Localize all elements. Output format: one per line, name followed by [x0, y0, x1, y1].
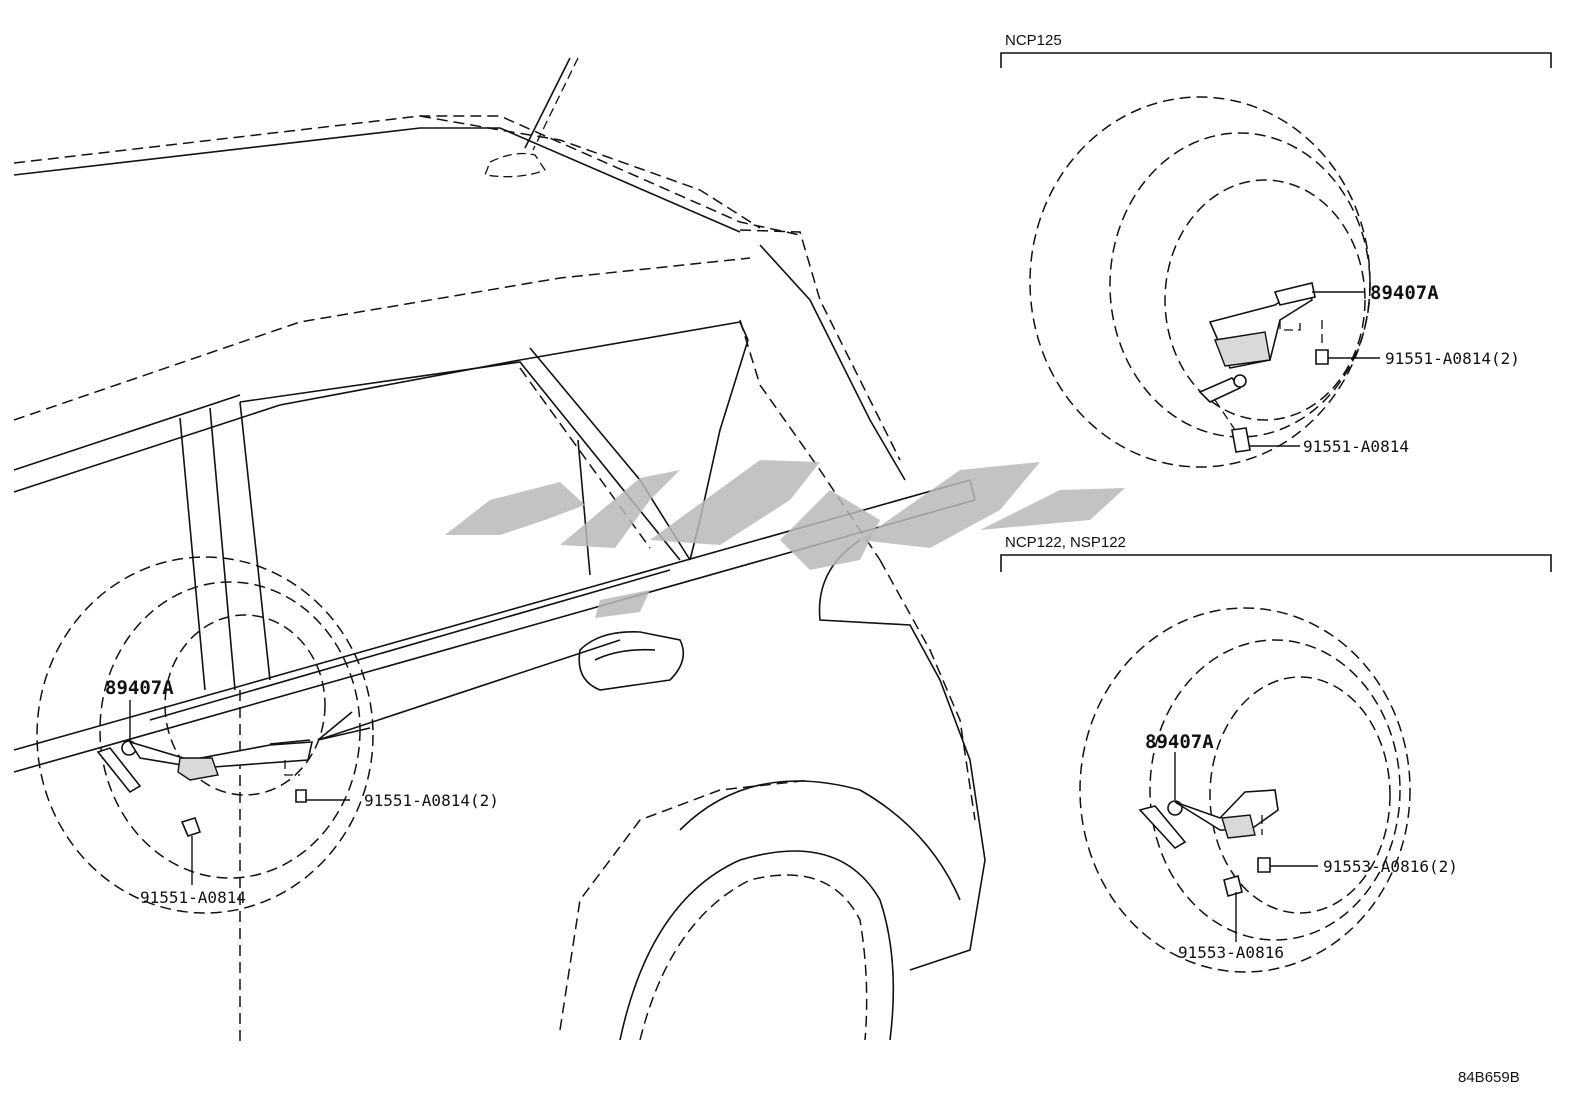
section-bracket-ncp125 [1000, 52, 1552, 68]
section-label-ncp122-nsp122: NCP122, NSP122 [1005, 534, 1126, 551]
label-ncp125-sensor: 89407A [1370, 282, 1439, 304]
label-main-bolt-2: 91551-A0814(2) [364, 791, 499, 810]
spare-tire-main [36, 556, 374, 914]
height-sensor-ncp122 [1138, 752, 1318, 942]
label-main-sensor: 89407A [105, 677, 174, 699]
label-main-bolt: 91551-A0814 [140, 888, 246, 907]
label-ncp125-bolt: 91551-A0814 [1303, 437, 1409, 456]
section-bracket-ncp122 [1000, 554, 1552, 572]
watermark-logo [445, 460, 1125, 618]
figure-code: 84B659B [1458, 1069, 1520, 1086]
label-ncp122-bolt-2: 91553-A0816(2) [1323, 857, 1458, 876]
height-sensor-ncp125 [1198, 282, 1380, 453]
label-ncp122-sensor: 89407A [1145, 731, 1214, 753]
spare-tire-ncp125 [1029, 96, 1371, 468]
section-label-ncp125: NCP125 [1005, 32, 1062, 49]
height-sensor-main [96, 700, 350, 885]
spare-tire-ncp122 [1079, 607, 1411, 973]
label-ncp122-bolt: 91553-A0816 [1178, 943, 1284, 962]
label-ncp125-bolt-2: 91551-A0814(2) [1385, 349, 1520, 368]
